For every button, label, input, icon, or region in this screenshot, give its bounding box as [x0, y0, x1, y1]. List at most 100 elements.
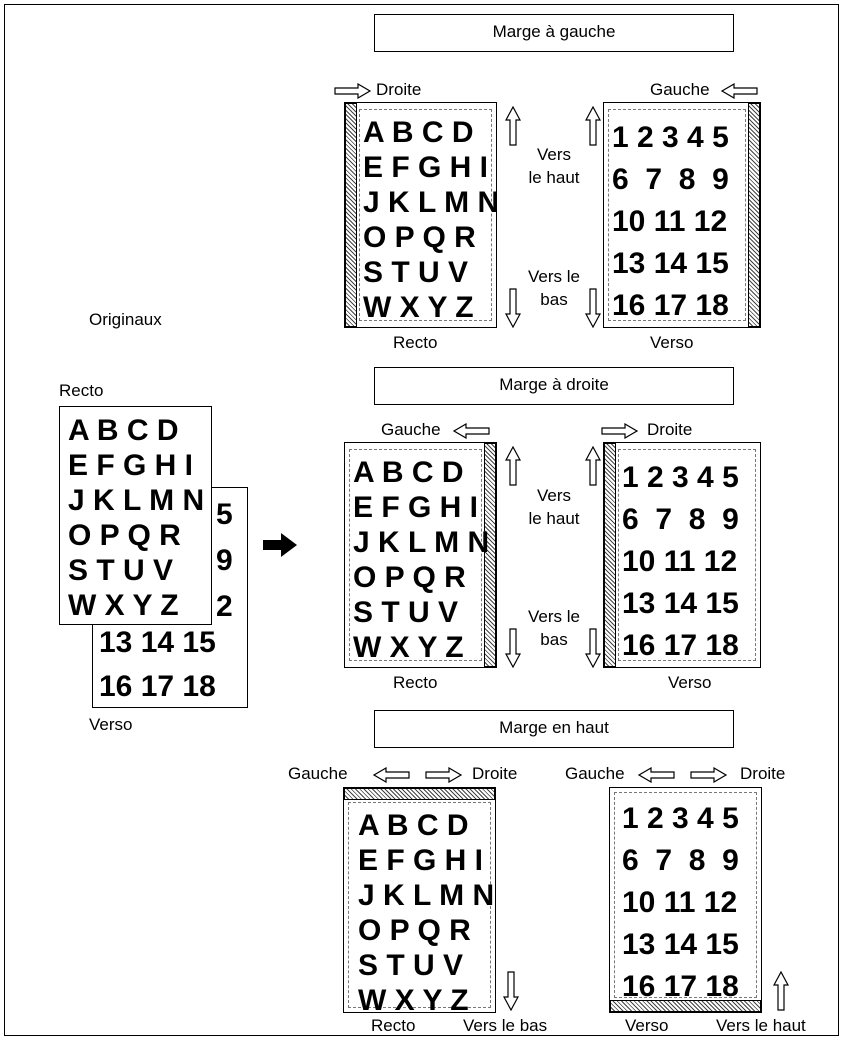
binding-margin	[344, 788, 495, 800]
direction-label-gauche: Gauche	[381, 420, 441, 439]
arrow-up-icon	[585, 106, 601, 146]
glyph-row: J K L M N	[358, 879, 495, 912]
label-vers-le-bas: Vers le bas	[528, 267, 580, 309]
glyph-row: 6 7 8 9	[622, 844, 739, 877]
arrow-left-icon	[720, 83, 758, 99]
glyph-row: O P Q R	[68, 519, 181, 552]
glyph-row: S T U V	[363, 256, 469, 289]
arrow-down-icon	[503, 971, 519, 1011]
arrow-up-icon	[585, 446, 601, 486]
glyph-row: 2	[216, 590, 233, 623]
glyph-row: J K L M N	[353, 526, 490, 559]
glyph-row: 13 14 15	[99, 626, 216, 659]
glyph-row: 6 7 8 9	[612, 163, 729, 196]
glyph-row: 6 7 8 9	[622, 503, 739, 536]
glyph-row: O P Q R	[353, 561, 466, 594]
glyph-row: 1 2 3 4 5	[622, 461, 739, 494]
glyph-row: E F G H I	[363, 151, 489, 184]
arrow-left-icon	[372, 767, 410, 783]
glyph-row: 1 2 3 4 5	[612, 121, 729, 154]
arrow-right-icon	[690, 767, 728, 783]
glyph-row: 10 11 12	[612, 205, 728, 238]
arrow-right-icon	[425, 767, 463, 783]
direction-label-droite: Droite	[376, 80, 422, 99]
title-margin-right: Marge à droite	[374, 367, 734, 405]
glyph-row: 13 14 15	[612, 247, 729, 280]
glyph-row: S T U V	[353, 596, 459, 629]
arrow-up-icon	[773, 971, 789, 1011]
glyph-row: 16 17 18	[622, 970, 739, 1003]
binding-margin	[610, 1000, 761, 1012]
glyph-row: S T U V	[68, 554, 174, 587]
direction-label-gauche: Gauche	[650, 80, 710, 99]
title-margin-left: Marge à gauche	[374, 14, 734, 52]
glyph-row: 13 14 15	[622, 928, 739, 961]
numbers-block: 1 2 3 4 5 6 7 8 9 10 11 12 13 14 15 16 17 18	[612, 117, 729, 327]
numbers-block: 1 2 3 4 5 6 7 8 9 10 11 12 13 14 15 16 17 18	[622, 798, 739, 1008]
glyph-row: O P Q R	[363, 221, 476, 254]
label-vers-le-bas: Vers le bas	[463, 1016, 548, 1035]
glyph-row: E F G H I	[68, 449, 194, 482]
label-vers-le-haut: Vers le haut	[528, 145, 580, 187]
arrow-left-icon	[452, 423, 490, 439]
glyph-row: 10 11 12	[622, 886, 738, 919]
verso-page-margin-right: 1 2 3 4 5 6 7 8 9 10 11 12 13 14 15 16 17 18	[603, 442, 761, 668]
glyph-row: O P Q R	[358, 914, 471, 947]
direction-label-droite: Droite	[647, 420, 693, 439]
binding-margin	[604, 443, 616, 667]
label-recto: Recto	[393, 333, 438, 352]
arrow-right-icon	[601, 423, 639, 439]
arrow-left-icon	[637, 767, 675, 783]
glyph-row: J K L M N	[68, 484, 205, 517]
verso-peek-numbers: 5 9 2	[216, 492, 233, 630]
arrow-down-icon	[505, 288, 521, 328]
glyph-row: W X Y Z	[68, 589, 179, 622]
glyph-row: 1 2 3 4 5	[622, 802, 739, 835]
binding-margin	[484, 443, 496, 667]
label-originals-verso: Verso	[89, 715, 133, 734]
glyph-row: 16 17 18	[612, 289, 729, 322]
diagram-frame	[4, 4, 839, 1036]
verso-page-margin-top: 1 2 3 4 5 6 7 8 9 10 11 12 13 14 15 16 17 18	[609, 787, 762, 1013]
verso-bottom-numbers: 13 14 15 16 17 18	[99, 621, 216, 707]
binding-margin	[345, 103, 357, 327]
title-margin-top: Marge en haut	[374, 710, 734, 748]
glyph-row: 9	[216, 544, 233, 577]
glyph-row: W X Y Z	[358, 984, 469, 1013]
glyph-row: 10 11 12	[622, 545, 738, 578]
numbers-block: 1 2 3 4 5 6 7 8 9 10 11 12 13 14 15 16 17 18	[622, 457, 739, 667]
glyph-row: J K L M N	[363, 186, 497, 219]
arrow-down-icon	[505, 628, 521, 668]
arrow-up-icon	[505, 446, 521, 486]
label-verso: Verso	[668, 673, 712, 692]
glyph-row: 5	[216, 498, 233, 531]
glyph-row: 16 17 18	[622, 629, 739, 662]
binding-margin	[748, 103, 760, 327]
arrow-right-icon	[263, 533, 297, 557]
arrow-up-icon	[505, 106, 521, 146]
glyph-row: A B C D	[363, 116, 474, 149]
glyph-row: W X Y Z	[363, 291, 474, 324]
direction-label-droite: Droite	[740, 764, 786, 783]
verso-page-margin-left: 1 2 3 4 5 6 7 8 9 10 11 12 13 14 15 16 17 18	[603, 102, 761, 328]
label-verso: Verso	[650, 333, 694, 352]
label-vers-le-haut: Vers le haut	[716, 1016, 806, 1035]
label-originaux: Originaux	[89, 310, 162, 329]
label-vers-le-haut: Vers le haut	[528, 486, 580, 528]
glyph-row: E F G H I	[358, 844, 484, 877]
label-originals-recto: Recto	[59, 381, 104, 400]
glyph-row: 16 17 18	[99, 670, 216, 703]
direction-label-droite: Droite	[472, 764, 518, 783]
label-vers-le-bas: Vers le bas	[528, 607, 580, 649]
glyph-row: A B C D	[68, 414, 179, 447]
glyph-row: E F G H I	[353, 491, 479, 524]
glyph-row: 13 14 15	[622, 587, 739, 620]
direction-label-gauche: Gauche	[565, 764, 625, 783]
